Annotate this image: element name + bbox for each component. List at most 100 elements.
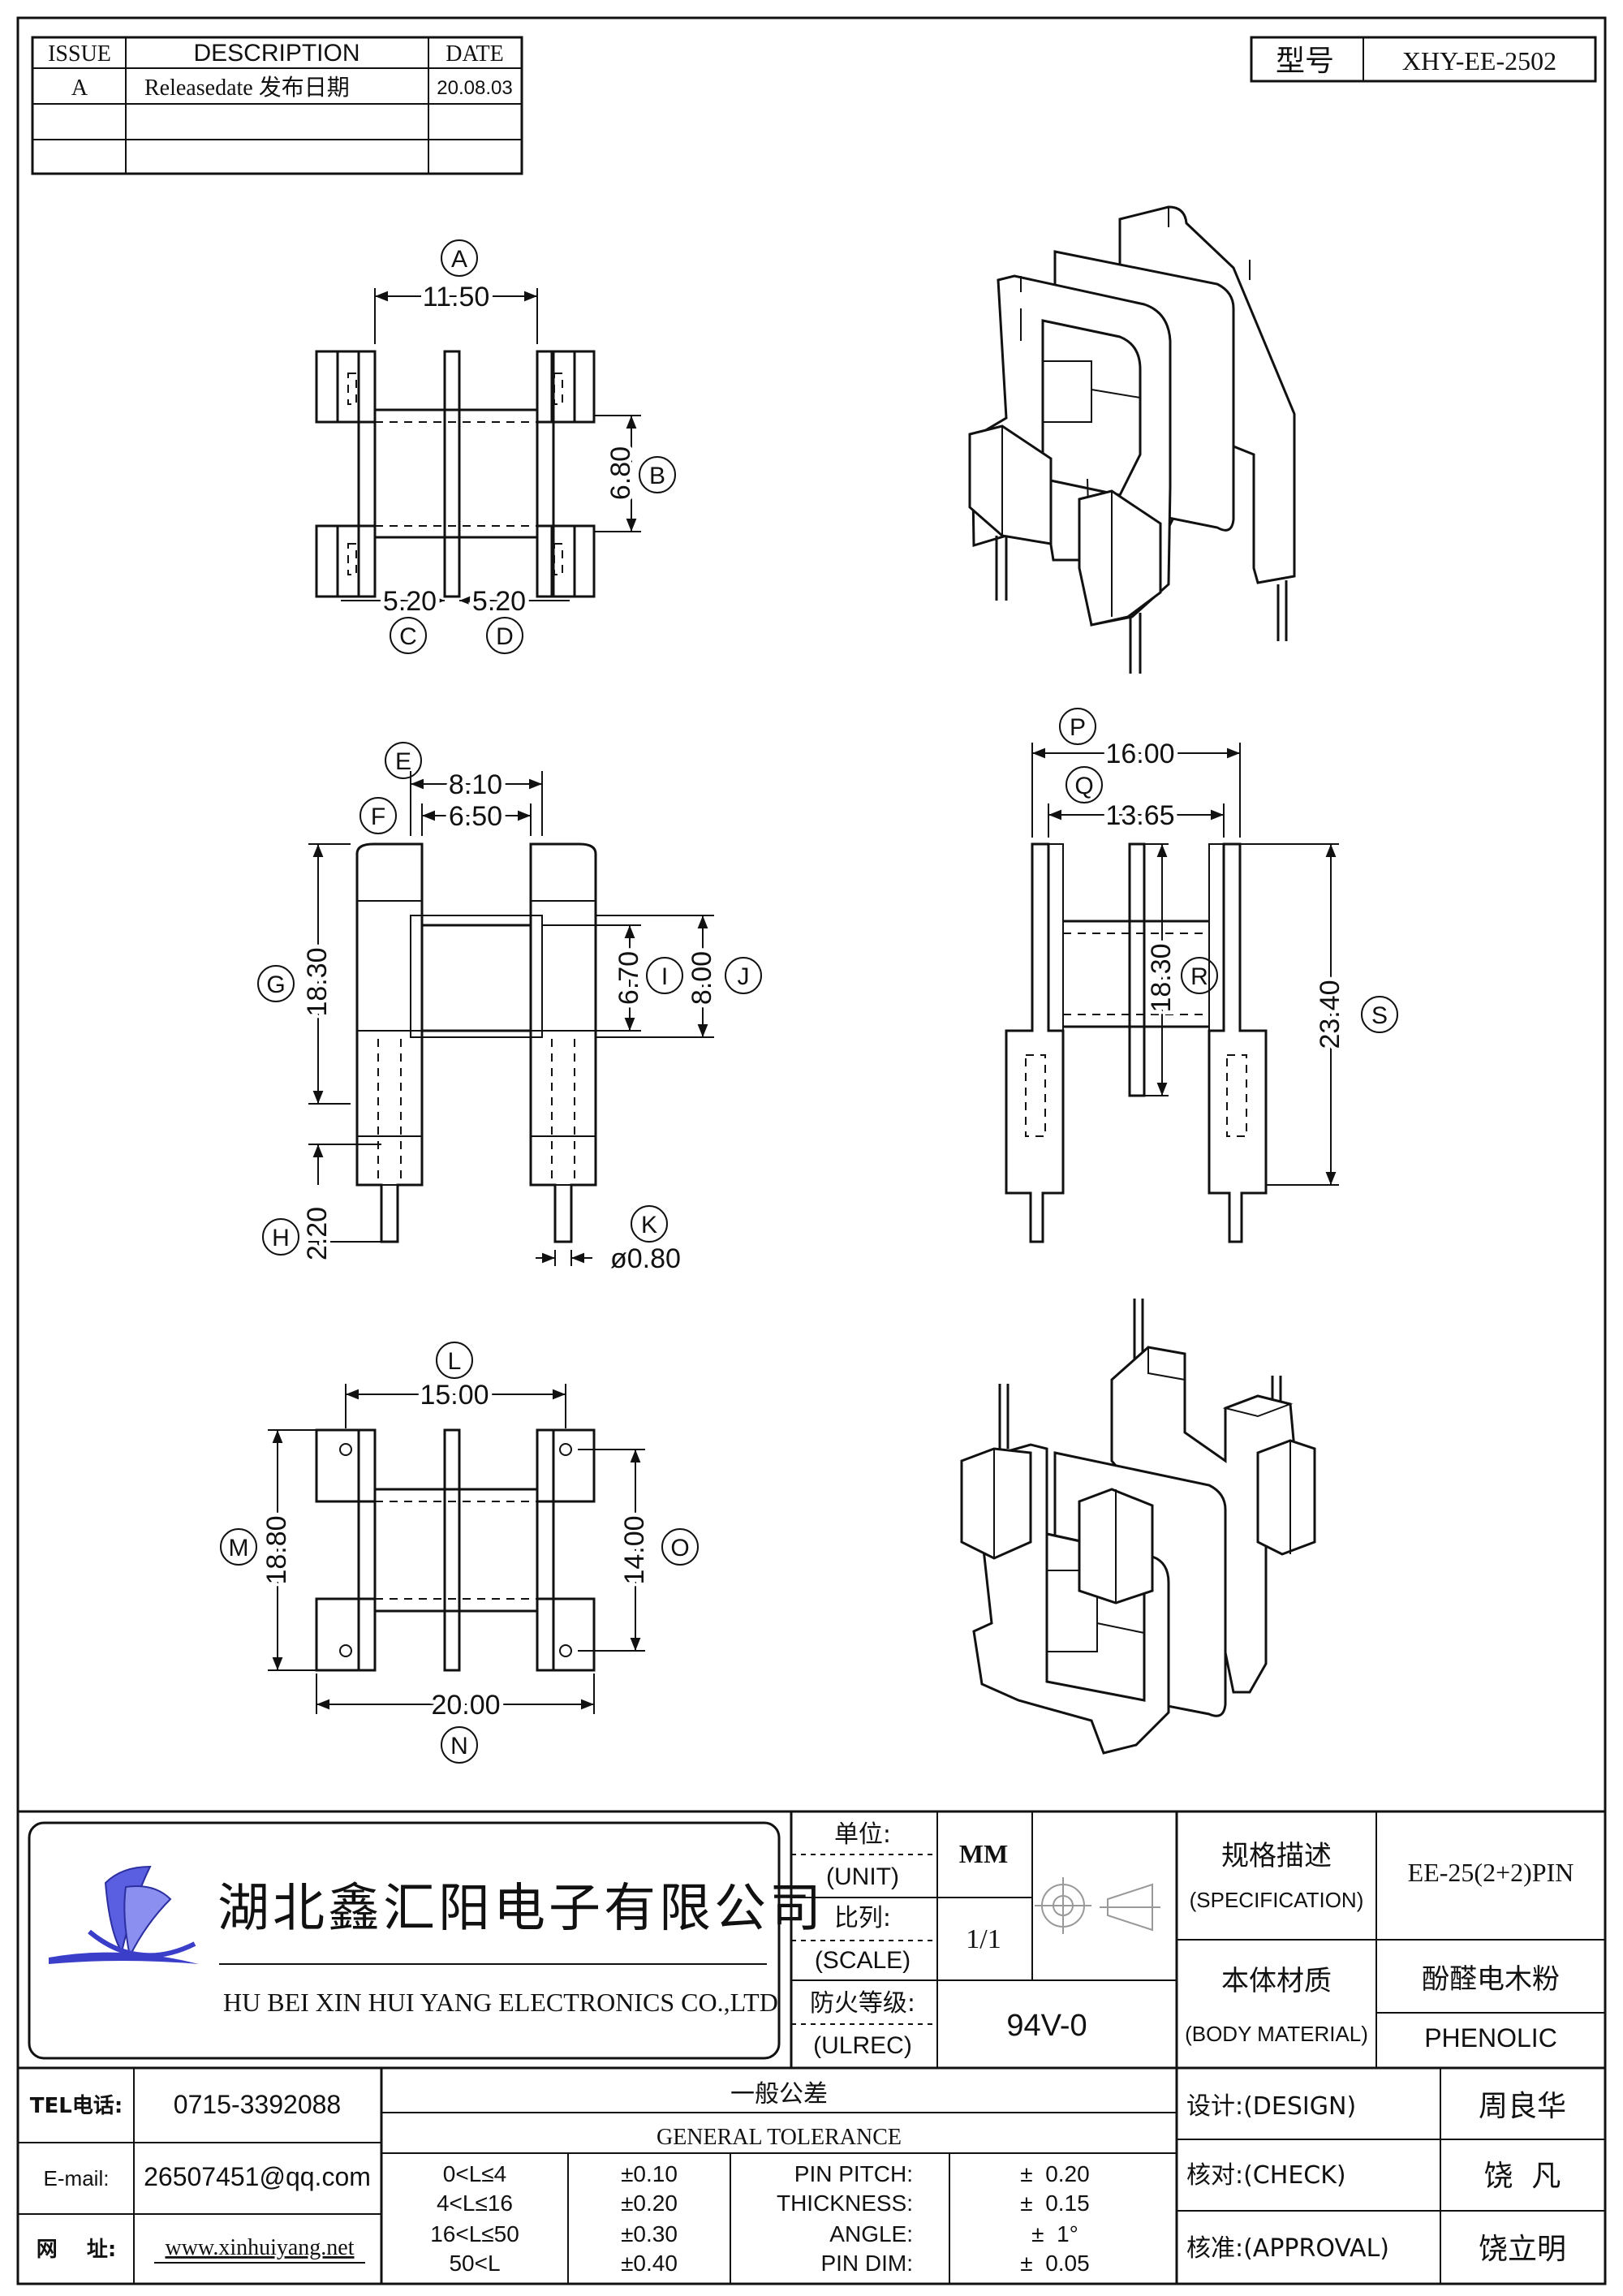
balloon-r-letter: R [1190, 963, 1208, 990]
title-block: XHY 湖北鑫汇阳电子有限公司 HU BEI XIN HUI YANG ELEC… [18, 1810, 1605, 2070]
side-view: 16.00 13.65 P Q 18.30 R 23.40 S [1005, 708, 1398, 1243]
dim-c-value: 5.20 [383, 586, 437, 617]
tol-param-1: PIN PITCH: [794, 2161, 913, 2186]
dim-m-value: 18.80 [261, 1515, 292, 1584]
spec-value: EE-25(2+2)PIN [1408, 1858, 1574, 1887]
design-name: 周良华 [1479, 2090, 1566, 2123]
email-label: E-mail: [44, 2166, 110, 2190]
rev-header-issue: ISSUE [48, 41, 111, 67]
dim-n-value: 20.00 [431, 1690, 500, 1721]
front-view: 8.10 6.50 E F 18.30 G 2.20 H 6.70 8.00 I… [257, 742, 762, 1274]
balloon-c [390, 617, 427, 654]
tol-param-4: PIN DIM: [820, 2251, 913, 2276]
tol-param-2: THICKNESS: [777, 2190, 913, 2216]
rev-date-a: 20.08.03 [437, 77, 512, 99]
approval-label: 核准:(APPROVAL) [1186, 2234, 1389, 2263]
balloon-k-letter: K [641, 1212, 657, 1238]
balloon-o [661, 1528, 699, 1566]
tol-value-4: ±0.40 [621, 2251, 678, 2276]
check-label: 核对:(CHECK) [1186, 2161, 1346, 2190]
balloon-g-letter: G [266, 971, 285, 998]
balloon-p-letter: P [1070, 714, 1086, 741]
tol-range-2: 4<L≤16 [437, 2190, 513, 2216]
rev-issue-a: A [71, 75, 88, 101]
balloon-s [1361, 996, 1398, 1033]
company-panel [28, 1821, 781, 2060]
balloon-a [441, 239, 478, 277]
top-view: 11.50 A 6.80 B 5.20 5.20 C D [315, 239, 676, 654]
balloon-n-letter: N [450, 1733, 468, 1760]
dim-i-value: 6.70 [613, 951, 644, 1005]
balloon-m-letter: M [229, 1535, 249, 1562]
balloon-f [359, 797, 397, 834]
web-link[interactable]: www.xinhuiyang.net [165, 2235, 354, 2260]
balloon-j-letter: J [738, 963, 750, 990]
company-logo: XHY [49, 1865, 199, 2005]
balloon-l [436, 1342, 473, 1379]
balloon-k [631, 1205, 668, 1243]
tel-value: 0715-3392088 [174, 2090, 341, 2119]
projection-symbol-icon [1035, 1877, 1160, 1934]
info-strip: TEL电话: 0715-3392088 E-mail: 26507451@qq.… [18, 2068, 1605, 2284]
tol-param-3: ANGLE: [829, 2221, 913, 2246]
balloon-r [1181, 957, 1218, 994]
balloon-c-letter: C [399, 623, 417, 650]
unit-value: MM [959, 1839, 1008, 1868]
balloon-h-letter: H [272, 1225, 290, 1251]
pin-hole-3 [559, 1443, 572, 1456]
dim-s-value: 23.40 [1315, 980, 1345, 1049]
model-box: 型号 XHY-EE-2502 [1250, 36, 1597, 83]
balloon-o-letter: O [670, 1535, 689, 1562]
tol-range-4: 50<L [449, 2251, 500, 2276]
tol-range-3: 16<L≤50 [430, 2221, 519, 2246]
rev-header-description: DESCRIPTION [193, 40, 359, 67]
company-name-cn: 湖北鑫汇阳电子有限公司 [217, 1880, 824, 1937]
dim-a-value: 11.50 [423, 282, 490, 312]
dim-j-value: 8.00 [687, 951, 717, 1005]
approval-name: 饶立明 [1479, 2233, 1566, 2266]
balloon-b [639, 456, 676, 493]
balloon-q-letter: Q [1074, 773, 1093, 799]
balloon-i-letter: I [661, 963, 668, 990]
isometric-view-bottom [960, 1299, 1316, 1755]
tol-param-value-2: ± 0.15 [1020, 2190, 1089, 2216]
logo-text: XHY [83, 1979, 159, 2005]
dim-k-value: ø0.80 [610, 1243, 681, 1274]
dim-l-value: 15.00 [420, 1380, 489, 1411]
balloon-d-letter: D [496, 623, 514, 650]
balloon-n [441, 1726, 478, 1764]
tol-param-value-1: ± 0.20 [1020, 2161, 1089, 2186]
tolerance-title-en: GENERAL TOLERANCE [657, 2125, 902, 2150]
balloon-e-letter: E [395, 748, 411, 775]
scale-label-en: (SCALE) [815, 1947, 911, 1974]
bottom-view: 15.00 L 18.80 M 14.00 O 20.00 N [220, 1342, 699, 1764]
email-value: 26507451@qq.com [144, 2162, 371, 2191]
rev-description-a: Releasedate 发布日期 [144, 75, 350, 101]
pin-hole-2 [339, 1644, 352, 1657]
unit-label-en: (UNIT) [826, 1863, 899, 1890]
balloon-m [220, 1528, 257, 1566]
spec-label-en: (SPECIFICATION) [1190, 1888, 1364, 1912]
balloon-q [1065, 766, 1103, 803]
tel-label: TEL电话: [30, 2094, 123, 2118]
balloon-j [725, 957, 762, 994]
fire-value: 94V-0 [1006, 2009, 1087, 2043]
tol-param-value-4: ± 0.05 [1020, 2251, 1089, 2276]
balloon-f-letter: F [371, 803, 385, 830]
rev-header-date: DATE [446, 41, 504, 67]
tol-value-1: ±0.10 [621, 2161, 678, 2186]
dim-f-value: 6.50 [449, 801, 502, 832]
balloon-i [646, 957, 683, 994]
isometric-view-top [968, 205, 1296, 674]
pin-hole-4 [559, 1644, 572, 1657]
material-label-en: (BODY MATERIAL) [1185, 2022, 1368, 2046]
balloon-h [262, 1218, 299, 1256]
unit-label-cn: 单位: [834, 1820, 891, 1849]
dim-r-value: 18.30 [1146, 943, 1177, 1012]
model-value: XHY-EE-2502 [1402, 46, 1556, 75]
material-value-en: PHENOLIC [1424, 2023, 1557, 2053]
tol-value-2: ±0.20 [621, 2190, 678, 2216]
tol-param-value-3: ± 1° [1031, 2221, 1078, 2246]
balloon-a-letter: A [451, 246, 467, 273]
